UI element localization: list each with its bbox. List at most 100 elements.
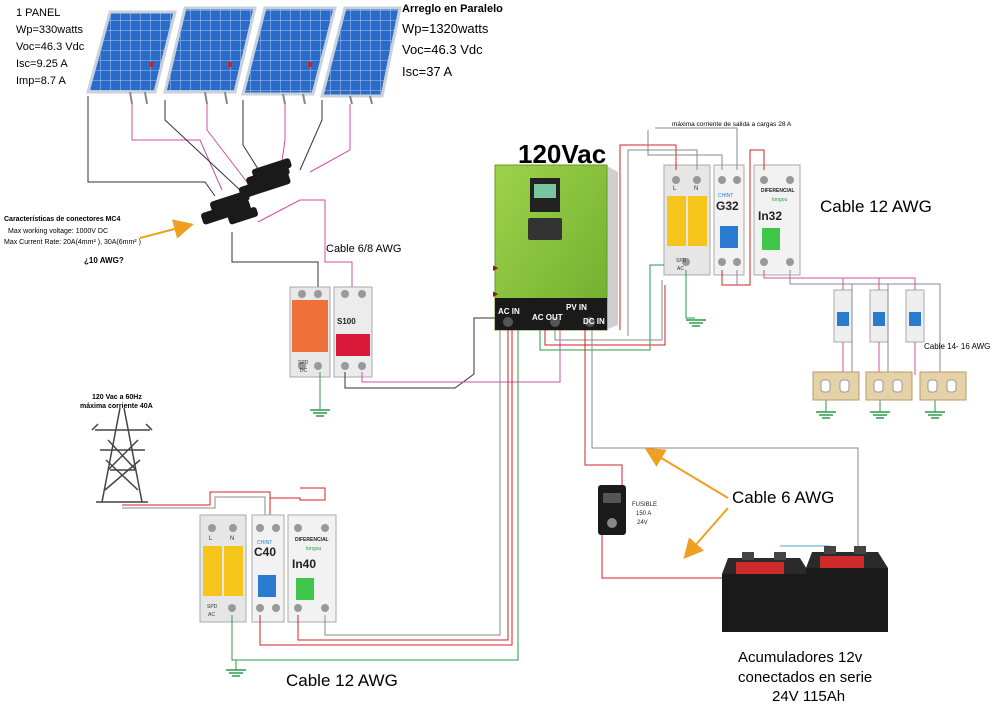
inverter-arrow-2: ▶ <box>493 291 499 298</box>
inverter-pv-in: PV IN <box>566 303 587 312</box>
load-spd-ac <box>663 164 711 276</box>
battery-line-2: conectados en serie <box>738 669 872 686</box>
fuse-150a <box>598 485 626 535</box>
inverter-arrow-1: ▶ <box>493 265 499 272</box>
panel-wp: Wp=330watts <box>16 24 83 36</box>
panel-imp: Imp=8.7 A <box>16 75 67 87</box>
hybrid-inverter <box>494 164 618 331</box>
mc4-title: Características de conectores MC4 <box>4 216 120 223</box>
grid-ground-icon <box>226 669 246 677</box>
fuse-label: FUSIBLE <box>632 502 657 508</box>
pv-spd-dc <box>289 286 331 378</box>
grid-breaker-c40 <box>251 514 285 623</box>
breaker-to-outlet-wires <box>800 278 941 412</box>
pv-spd-label: SPD <box>298 360 309 366</box>
mc4-connectors <box>201 158 292 225</box>
mc4-arrow <box>139 219 194 239</box>
grid-spd-label: SPD <box>207 604 218 610</box>
pv-spd-dc-label: DC <box>300 368 308 374</box>
load-rcd-in32 <box>753 164 801 276</box>
array-voc: Voc=46.3 Vdc <box>402 42 483 57</box>
load-g32-label: G32 <box>716 199 739 213</box>
cable-outlets-label: Cable 14- 16 AWG <box>924 342 990 351</box>
battery-2 <box>806 546 888 632</box>
outlet-breaker-2 <box>869 289 889 343</box>
grid-spd-l: L <box>209 536 213 542</box>
battery-wires <box>584 330 859 579</box>
grid-tongou-label: tongou <box>306 546 322 552</box>
load-spd-l: L <box>673 186 677 192</box>
solar-panel-4 <box>320 6 402 105</box>
outlet-breakers <box>833 289 925 343</box>
battery-line-3: 24V 115Ah <box>772 688 845 705</box>
outlet-breaker-1 <box>833 289 853 343</box>
solar-panel-3 <box>241 6 337 105</box>
inverter-ac-out-wires <box>539 264 666 351</box>
cable-grid-label: Cable 12 AWG <box>286 671 398 690</box>
panel-wires <box>87 96 351 197</box>
battery-arrow-down <box>683 507 729 560</box>
array-wp: Wp=1320watts <box>402 21 489 36</box>
battery-arrow-up <box>644 447 729 499</box>
inverter-ac-out: AC OUT <box>532 313 563 322</box>
grid-spd-ac-label: AC <box>208 612 215 618</box>
panel-title: 1 PANEL <box>16 7 60 19</box>
array-title: Arreglo en Paralelo <box>402 3 503 15</box>
battery-line-1: Acumuladores 12v <box>738 649 863 666</box>
panel-isc: Isc=9.25 A <box>16 58 68 70</box>
panel-voc: Voc=46.3 Vdc <box>16 41 85 53</box>
outlet-breaker-3 <box>905 289 925 343</box>
inverter-dc-in: DC IN <box>583 317 605 326</box>
inverter-to-loads-wires <box>619 127 916 336</box>
cable-pv-label: Cable 6/8 AWG <box>326 243 401 255</box>
grid-to-inverter-wires <box>231 330 519 670</box>
grid-to-breaker-wires <box>122 487 326 520</box>
cable-loads-label: Cable 12 AWG <box>820 197 932 216</box>
inverter-ac-in: AC IN <box>498 307 520 316</box>
load-spd-label: SPD <box>676 258 687 264</box>
pv-breaker-to-inverter-wires <box>344 317 561 389</box>
load-tongou-label: tongou <box>772 197 788 203</box>
grid-spd-n: N <box>230 536 234 542</box>
load-breaker-g32 <box>713 164 745 276</box>
outlet-ground-icons <box>816 411 945 419</box>
mc4-voltage: Max working voltage: 1000V DC <box>8 228 108 235</box>
array-info: Arreglo en Paralelo Wp=1320watts Voc=46.… <box>402 3 503 79</box>
transmission-tower-icon <box>91 407 153 503</box>
wall-outlets <box>812 371 967 401</box>
grid-c40-label: C40 <box>254 545 276 559</box>
grid-voltage-label: 120 Vac a 60Hz <box>92 394 142 401</box>
grid-max-label: máxima corriente 40A <box>80 403 153 410</box>
wall-outlet-2 <box>865 371 913 401</box>
grid-in40-label: In40 <box>292 557 316 571</box>
load-chint-label: CHINT <box>718 193 733 199</box>
load-diferencial-label: DIFERENCIAL <box>761 188 795 194</box>
load-in32-label: In32 <box>758 209 782 223</box>
mc4-to-pv-breaker-wires <box>231 199 353 290</box>
pv-ground-icon <box>310 409 330 417</box>
mc4-question: ¿10 AWG? <box>84 256 124 265</box>
load-ground-icon <box>686 319 706 327</box>
battery-1 <box>722 552 810 632</box>
fuse-amps: 150 A <box>636 511 651 517</box>
array-isc: Isc=37 A <box>402 64 453 79</box>
grid-chint-label: CHINT <box>257 540 272 546</box>
max-output-label: máxima corriente de salida a cargas 28 A <box>672 121 792 128</box>
pv-breaker <box>333 286 373 378</box>
load-spd-n: N <box>694 186 698 192</box>
mc4-current: Max Current Rate: 20A(4mm² ), 30A(6mm² ) <box>4 239 141 246</box>
grid-diferencial-label: DIFERENCIAL <box>295 537 329 543</box>
cable-battery-label: Cable 6 AWG <box>732 488 834 507</box>
grid-spd-ac <box>199 514 247 623</box>
load-spd-ac-label: AC <box>677 266 684 272</box>
panel-info: 1 PANEL Wp=330watts Voc=46.3 Vdc Isc=9.2… <box>16 7 85 87</box>
wall-outlet-1 <box>812 371 860 401</box>
solar-panel-2 <box>163 6 257 105</box>
inverter-voltage-label: 120Vac <box>518 139 606 169</box>
pv-breaker-label: S100 <box>337 317 356 326</box>
wall-outlet-3 <box>919 371 967 401</box>
grid-rcd-in40 <box>287 514 337 623</box>
fuse-volts: 24V <box>637 520 648 526</box>
solar-panel-1 <box>86 10 177 105</box>
